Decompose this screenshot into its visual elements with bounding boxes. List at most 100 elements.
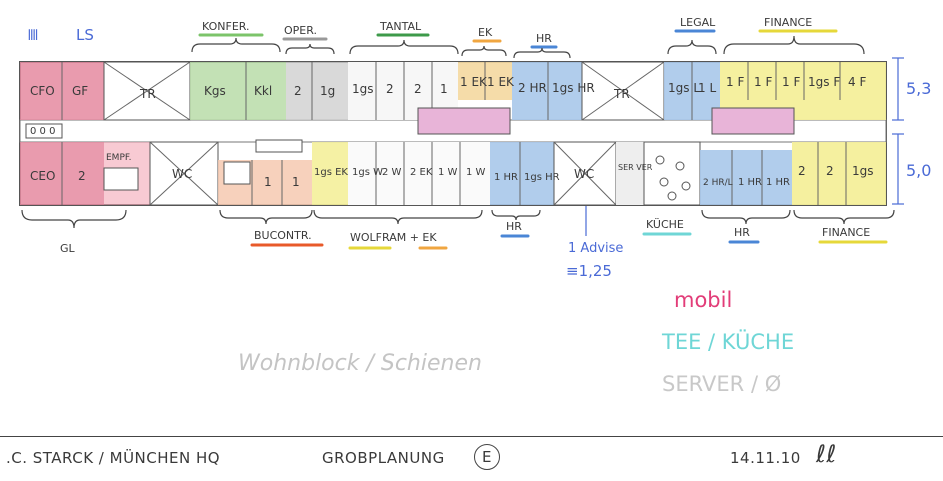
dim-top: 5,3 <box>906 79 931 98</box>
desk-bucontr <box>223 161 251 185</box>
desk-cluster-right <box>711 107 795 135</box>
dimension-marks <box>892 57 904 205</box>
dim-bottom: 5,0 <box>906 161 931 180</box>
room-server: SER VER <box>618 163 653 172</box>
zone-oper <box>286 62 348 120</box>
label-finance-bottom: FINANCE <box>822 226 870 239</box>
room-fin-4: 4 F <box>848 75 866 89</box>
tr-left-cross-b <box>103 61 191 121</box>
footer-plan-version: E <box>474 444 500 470</box>
floor-plan: CFO GF TR Kgs Kkl 2 1g 1gs 2 2 1 1 EK 1 … <box>19 16 931 376</box>
room-empf: EMPF. <box>106 153 131 163</box>
title-block <box>0 436 943 481</box>
label-legal: LEGAL <box>680 16 716 29</box>
wc-left-cross-b <box>149 141 219 206</box>
desk-cluster-center <box>417 107 511 135</box>
label-underlines-bottom <box>250 232 888 250</box>
room-hr-1gs: 1gs HR <box>552 81 595 95</box>
legend-tee-kueche: TEE / KÜCHE <box>662 330 795 354</box>
label-ek-top: EK <box>478 26 493 39</box>
room-hr-2l: 2 HR/L <box>703 178 733 188</box>
room-tantal-2a: 2 <box>386 82 394 96</box>
room-hr-1b: 1 HR <box>766 177 790 188</box>
room-bucontr-1b: 1 <box>292 175 300 189</box>
zone-hr-right <box>700 150 792 205</box>
tr-right-cross-b <box>581 61 665 121</box>
legend-server: SERVER / Ø <box>662 372 782 396</box>
room-hr-1gs-b: 1gs HR <box>524 172 560 183</box>
footer-signature: ℓℓ <box>816 440 837 468</box>
desk-gl <box>25 123 63 139</box>
room-ek-2: 2 EK <box>410 167 433 178</box>
desk-ek-small <box>255 139 303 153</box>
zone-server <box>616 142 644 205</box>
room-wc-right: WC <box>574 167 594 181</box>
top-mark-2: LS <box>76 26 94 44</box>
room-fin-1gs-b: 1gs <box>852 164 874 178</box>
brackets-bottom <box>21 209 895 229</box>
room-w-1a: 1 W <box>438 167 458 178</box>
room-ek-1a: 1 EK <box>460 75 488 89</box>
room-legal-1gs: 1gs L <box>668 81 700 95</box>
room-fin-1b: 1 F <box>754 75 772 89</box>
label-tantal: TANTAL <box>379 20 422 33</box>
room-tantal-1: 1 <box>440 82 448 96</box>
room-kgs: Kgs <box>204 84 226 98</box>
room-fin-1c: 1 F <box>782 75 800 89</box>
room-tr-left: TR <box>139 87 156 101</box>
room-legal-1: 1 L <box>698 81 716 95</box>
room-w-2: 2 W <box>382 167 402 178</box>
wohnblock-note: Wohnblock / Schienen <box>238 351 482 376</box>
label-kueche: KÜCHE <box>646 218 684 231</box>
room-hr-1: 1 HR <box>494 172 518 183</box>
label-hr-right: HR <box>734 226 750 239</box>
footer-plan: GROBPLANUNG <box>322 449 445 467</box>
label-finance-top: FINANCE <box>764 16 812 29</box>
zone-ek-bottom <box>312 142 348 205</box>
advise-label: 1 Advise <box>568 241 623 256</box>
room-ceo: CEO <box>30 169 55 183</box>
label-konfer: KONFER. <box>202 20 250 33</box>
room-w-1gs: 1gs W <box>352 167 383 178</box>
label-hr-top: HR <box>536 32 552 45</box>
room-tantal-2b: 2 <box>414 82 422 96</box>
legend-mobil: mobil <box>674 288 733 312</box>
desk-reception <box>103 167 139 191</box>
room-oper-2: 2 <box>294 84 302 98</box>
room-w-1b: 1 W <box>466 167 486 178</box>
room-ek-1b: 1 EK <box>487 75 515 89</box>
top-mark-1: 𝍬 <box>28 26 38 44</box>
zone-hr-bottom <box>490 142 554 205</box>
room-tantal-1gs: 1gs <box>352 82 374 96</box>
room-dividers-bottom <box>61 142 847 205</box>
room-gl-2: 2 <box>78 169 86 183</box>
room-hr-2: 2 HR <box>518 81 547 95</box>
advise-area: ≡1,25 <box>566 262 612 280</box>
room-bucontr-1a: 1 <box>264 175 272 189</box>
footer-date: 14.11.10 <box>730 449 801 467</box>
label-hr-bottom: HR <box>506 220 522 233</box>
zone-wolfram <box>348 142 490 205</box>
zone-kueche <box>643 141 701 206</box>
room-oper-1g: 1g <box>320 84 335 98</box>
zone-finance-bottom <box>792 142 886 205</box>
gl-seats: 0 0 0 <box>30 126 55 137</box>
room-fin-2a: 2 <box>798 164 806 178</box>
room-ek-1gs: 1gs EK <box>314 167 348 178</box>
kueche-tables <box>655 155 691 201</box>
label-gl: GL <box>60 242 76 255</box>
room-fin-2b: 2 <box>826 164 834 178</box>
brackets-top <box>191 35 865 59</box>
room-dividers-top <box>61 62 841 120</box>
footer-company: .C. STARCK / MÜNCHEN HQ <box>6 449 221 467</box>
wc-right-cross-b <box>553 141 617 206</box>
zone-hr-top <box>512 62 582 120</box>
room-kkl: Kkl <box>254 84 272 98</box>
room-wc-left: WC <box>172 167 192 181</box>
zone-konfer <box>190 62 286 120</box>
room-fin-1a: 1 F <box>726 75 744 89</box>
label-wolfram: WOLFRAM + EK <box>350 231 437 244</box>
label-underlines <box>198 29 838 49</box>
room-gf: GF <box>72 84 88 98</box>
room-fin-1gs: 1gs F <box>808 75 840 89</box>
